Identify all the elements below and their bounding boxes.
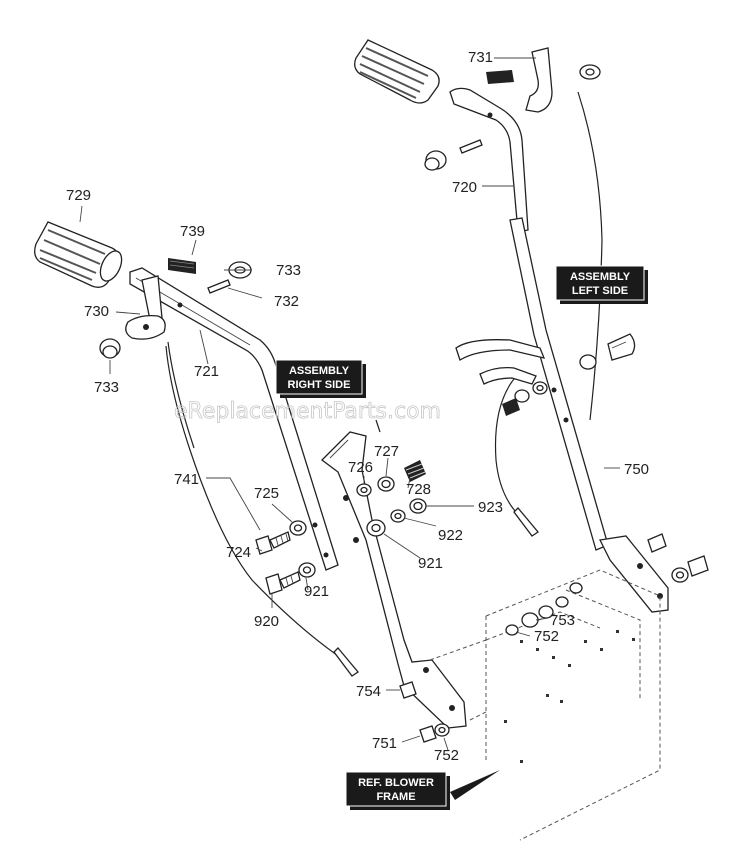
washer-921-center [366,519,386,537]
left-small-parts [502,381,548,416]
callout-frame-line1: REF. BLOWER [358,777,434,789]
callout-right-line1: ASSEMBLY [289,365,350,377]
grip-left [354,39,440,104]
label-921-right: 921 [304,583,329,600]
label-725: 725 [254,485,279,502]
bracket-730 [125,275,166,340]
label-753: 753 [550,612,575,629]
center-mechanism [321,339,548,729]
label-752-upper: 752 [534,628,559,645]
cable-left [577,91,603,421]
label-733-nut: 733 [276,262,301,279]
label-729: 729 [66,187,91,204]
callout-blower-frame: REF. BLOWER FRAME [345,770,500,810]
label-920: 920 [254,613,279,630]
label-923: 923 [478,499,503,516]
callout-frame-line2: FRAME [376,791,415,803]
label-724: 724 [226,544,251,561]
callout-left-line2: LEFT SIDE [572,285,628,297]
washer-725 [289,520,307,536]
label-721: 721 [194,363,219,380]
washer-921-right [298,562,316,578]
label-741: 741 [174,471,199,488]
spring-728 [404,460,426,482]
decal-left [486,70,514,84]
cable-end-left [513,507,539,537]
label-726: 726 [348,459,373,476]
pin-732 [207,279,231,294]
label-739: 739 [180,223,205,240]
label-728: 728 [406,481,431,498]
pin-left [459,139,483,154]
bolts-left-lower [647,533,709,583]
bolt-left-upper [579,333,636,370]
bushing-923 [409,498,427,514]
label-922: 922 [438,527,463,544]
label-727: 727 [374,443,399,460]
label-731: 731 [468,49,493,66]
label-732: 732 [274,293,299,310]
callout-left-line1: ASSEMBLY [570,271,631,283]
handle-720 [449,87,609,551]
cable-741 [165,341,359,677]
label-921-center: 921 [418,555,443,572]
callout-right-side: ASSEMBLY RIGHT SIDE [275,359,366,398]
washer-726 [356,483,372,497]
bolt-920 [265,571,301,595]
right-handle-assembly [34,221,359,677]
watermark: eReplacementParts.com [174,399,441,424]
plate-750 [599,535,669,613]
knob-733 [99,338,121,359]
part-labels: 729 739 733 732 730 721 733 731 720 741 … [66,49,649,764]
spacer-727 [377,476,395,492]
nut-left-top [579,64,601,80]
label-733-knob: 733 [94,379,119,396]
washer-922 [390,509,406,523]
label-720: 720 [452,179,477,196]
cable-left-lower [494,371,525,521]
knob-left [424,150,447,171]
left-handle-assembly [354,39,709,613]
leader-lines [79,57,620,751]
label-750: 750 [624,461,649,478]
label-751: 751 [372,735,397,752]
bracket-731 [525,47,553,113]
label-754: 754 [356,683,381,700]
label-730: 730 [84,303,109,320]
label-752-lower: 752 [434,747,459,764]
callout-right-line2: RIGHT SIDE [288,379,351,391]
decal-739 [168,258,196,274]
callout-left-side: ASSEMBLY LEFT SIDE [555,265,648,304]
grip-729 [34,221,123,288]
